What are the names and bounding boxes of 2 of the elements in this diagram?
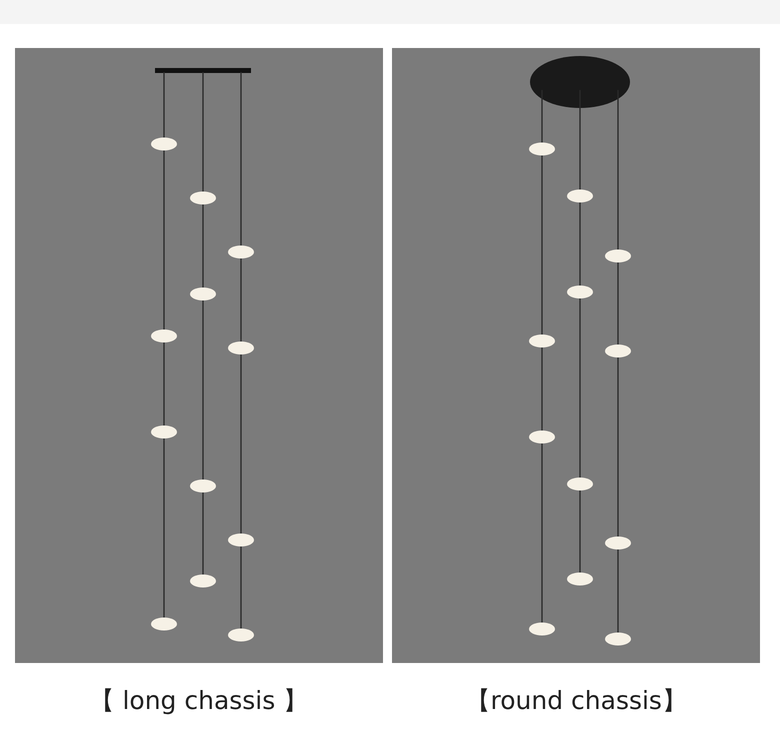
caption: 【round chassis】 <box>466 685 687 717</box>
caption: 【 long chassis 】 <box>90 685 308 717</box>
